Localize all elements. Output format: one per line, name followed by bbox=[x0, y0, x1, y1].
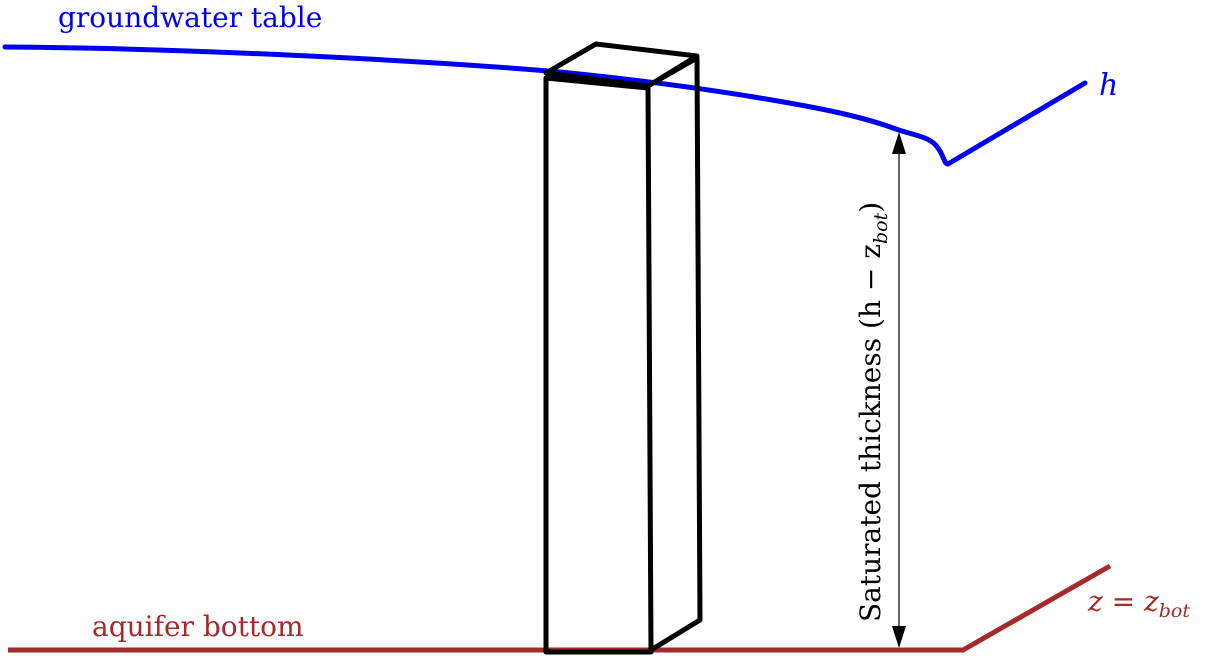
arrowhead-top bbox=[892, 132, 906, 154]
saturated-thickness-text: Saturated thickness (h − z bbox=[854, 244, 887, 622]
saturated-thickness-label: Saturated thickness (h − zbot) bbox=[854, 202, 892, 622]
aquifer-bottom-line bbox=[8, 563, 1112, 653]
aquifer-column-prism bbox=[543, 41, 703, 655]
z-equals-text: z = z bbox=[1087, 585, 1159, 618]
z-equals-zbot-label: z = zbot bbox=[1087, 585, 1190, 622]
h-label: h bbox=[1099, 68, 1118, 103]
aquifer-bottom-label: aquifer bottom bbox=[92, 610, 304, 643]
groundwater-table-label: groundwater table bbox=[58, 1, 322, 34]
saturated-thickness-close: ) bbox=[854, 202, 887, 213]
groundwater-table-line bbox=[2, 44, 1088, 167]
prism-side-face bbox=[646, 55, 703, 653]
saturated-thickness-arrow bbox=[892, 132, 906, 648]
saturated-thickness-subscript: bot bbox=[870, 212, 892, 244]
prism-front-face bbox=[543, 75, 654, 655]
z-bot-subscript: bot bbox=[1159, 600, 1191, 622]
arrowhead-bottom bbox=[892, 626, 906, 648]
